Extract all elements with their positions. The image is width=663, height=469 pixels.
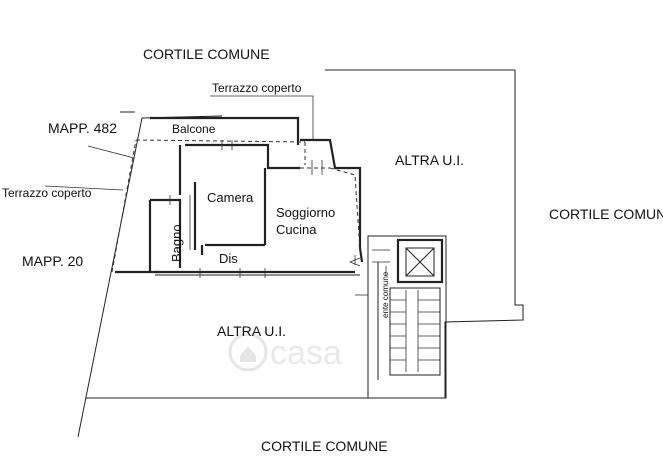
terrace-dashed-outline (111, 139, 361, 273)
svg-text:casa: casa (270, 334, 342, 372)
cortile-comune-bottom-label: CORTILE COMUNE (261, 438, 388, 454)
label-leaders (210, 95, 314, 140)
cucina-label: Cucina (276, 222, 317, 237)
altra-ui-top-label: ALTRA U.I. (395, 152, 464, 168)
ente-comune-label: ente comune (381, 271, 390, 318)
soggiorno-label: Soggiorno (276, 205, 335, 220)
door-marks (169, 140, 356, 278)
dis-label: Dis (219, 251, 238, 266)
balcone-label: Balcone (172, 122, 216, 136)
casa-watermark: casa (228, 332, 342, 372)
mapp-482-label: MAPP. 482 (48, 120, 117, 136)
cortile-comune-right-label: CORTILE COMUNE (549, 206, 663, 222)
mapp-20-label: MAPP. 20 (22, 253, 83, 269)
camera-label: Camera (207, 190, 254, 205)
bagno-label: Bagno (169, 224, 184, 262)
parcel-boundaries (44, 69, 524, 438)
altra-ui-bottom-label: ALTRA U.I. (217, 323, 286, 339)
terrazzo-coperto-top-label: Terrazzo coperto (212, 81, 302, 95)
cortile-comune-top-label: CORTILE COMUNE (143, 46, 270, 62)
apartment-walls (115, 116, 364, 276)
stairwell-block (348, 235, 447, 399)
terrazzo-coperto-left-label: Terrazzo coperto (2, 186, 92, 200)
